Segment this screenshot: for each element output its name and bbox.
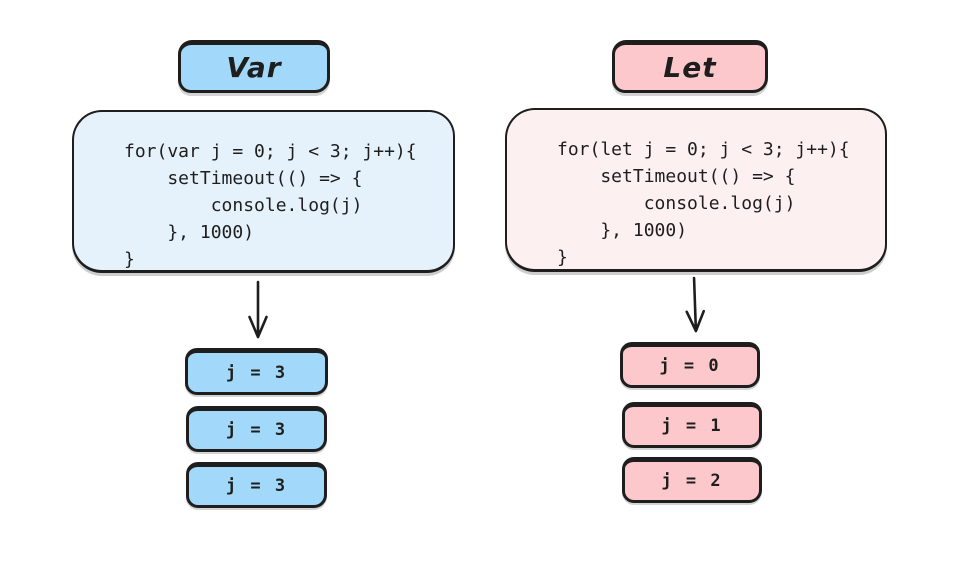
var-output-value: j = 3 [225,476,288,496]
code-line: } [557,247,568,268]
var-title-label: Var [226,51,282,84]
let-output-value: j = 1 [661,416,723,436]
let-output-box-3: j = 2 [622,457,762,503]
down-arrow-icon [679,275,711,334]
code-line: console.log(j) [124,195,363,216]
code-line: console.log(j) [557,193,796,214]
let-title-badge: Let [612,40,768,93]
let-code-block: for(let j = 0; j < 3; j++){ setTimeout((… [505,108,887,272]
code-line: } [124,249,135,270]
let-title-label: Let [663,51,717,84]
var-output-box-1: j = 3 [185,348,328,395]
var-output-value: j = 3 [225,420,288,440]
down-arrow-icon [243,280,273,340]
let-output-box-2: j = 1 [622,402,762,448]
var-output-box-3: j = 3 [186,462,327,508]
let-output-value: j = 0 [659,356,721,376]
code-line: }, 1000) [557,220,688,241]
let-output-box-1: j = 0 [620,342,760,388]
var-title-badge: Var [178,40,330,93]
code-line: setTimeout(() => { [557,166,796,187]
var-output-box-2: j = 3 [186,406,327,452]
code-line: }, 1000) [124,222,255,243]
var-output-value: j = 3 [225,362,288,383]
code-line: setTimeout(() => { [124,168,363,189]
code-line: for(var j = 0; j < 3; j++){ [124,141,417,162]
code-line: for(let j = 0; j < 3; j++){ [557,139,850,160]
var-code-block: for(var j = 0; j < 3; j++){ setTimeout((… [72,110,455,273]
let-output-value: j = 2 [661,471,723,491]
